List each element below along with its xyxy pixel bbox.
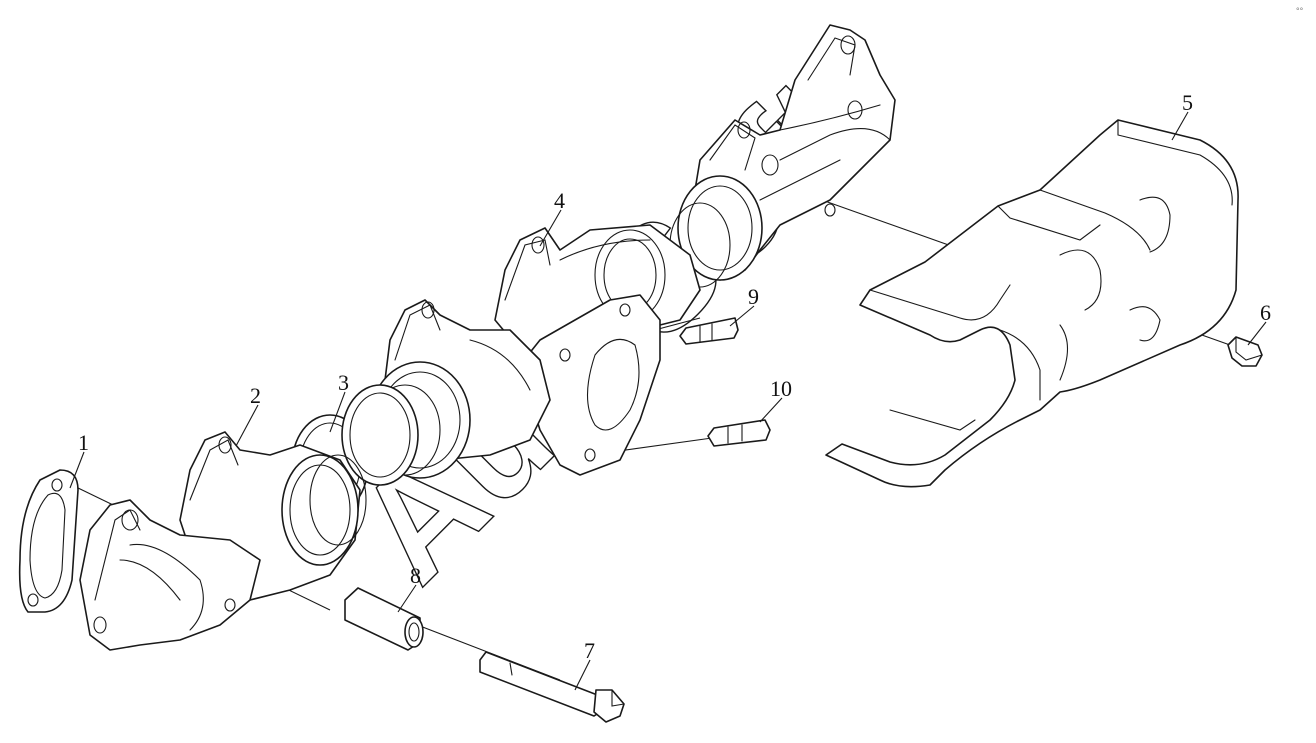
callout-2: 2 <box>250 383 261 408</box>
manifold-outlet-elbow <box>79 499 261 651</box>
callout-8: 8 <box>410 563 421 588</box>
gasket <box>18 469 79 613</box>
heat-shield <box>825 119 1239 488</box>
callout-5: 5 <box>1182 90 1193 115</box>
callout-10: 10 <box>770 376 792 401</box>
callout-labels: 1 2 3 4 5 6 7 8 9 10 <box>78 90 1271 663</box>
callout-3: 3 <box>338 370 349 395</box>
callout-6: 6 <box>1260 300 1271 325</box>
callout-ticks <box>69 111 1267 691</box>
flange-plate <box>519 294 661 476</box>
corner-mark: °° <box>1296 6 1304 16</box>
bolt-long <box>479 651 625 723</box>
sleeve <box>344 587 424 651</box>
callout-7: 7 <box>584 638 595 663</box>
stud-short <box>679 317 739 345</box>
callout-9: 9 <box>748 284 759 309</box>
callout-1: 1 <box>78 430 89 455</box>
bolt-small <box>1227 336 1263 367</box>
stud-long <box>707 419 771 447</box>
callout-4: 4 <box>554 188 565 213</box>
